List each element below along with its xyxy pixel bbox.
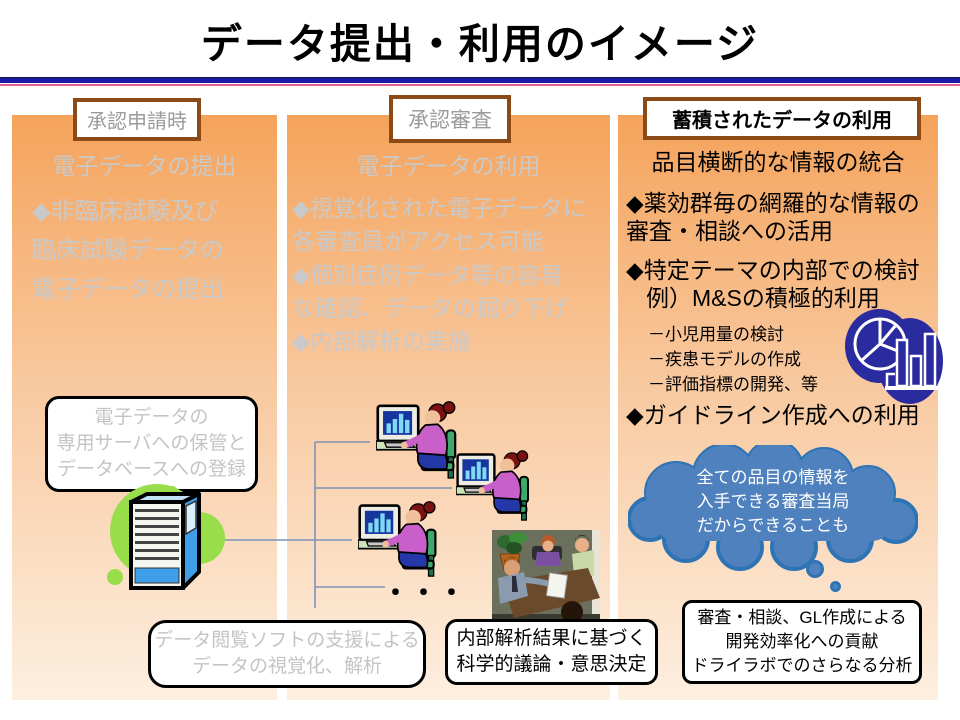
thought-bubble xyxy=(628,445,918,571)
submission-subtitle: 電子データの提出 xyxy=(52,153,237,179)
thought-bubble-tail-small xyxy=(830,581,841,592)
thought-bubble-text: 全ての品目の情報を 入手できる審査当局 だからできることも xyxy=(696,468,850,535)
title-divider-navy xyxy=(0,77,960,83)
storage-callout-box: 電子データの 専用サーバへの保管と データベースへの登録 xyxy=(45,396,258,492)
header-box-review: 承認審査 xyxy=(389,95,511,143)
list-item: －疾患モデルの作成 xyxy=(648,350,801,369)
pie-bar-chart-icon xyxy=(845,309,943,404)
page-title: データ提出・利用のイメージ xyxy=(200,21,760,67)
contribution-callout-box: 審査・相談、GL作成による 開発効率化への貢献 ドライラボでのさらなる分析 xyxy=(682,600,922,684)
network-connector-lines xyxy=(211,441,452,608)
list-item: －評価指標の開発、等 xyxy=(648,375,818,394)
viewer-software-callout-box: データ閲覧ソフトの支援による データの視覚化、解析 xyxy=(148,620,426,688)
accumulated-subtitle: 品目横断的な情報の統合 xyxy=(651,149,905,175)
header-label: 承認申請時 xyxy=(87,111,187,133)
review-bullet-1: ◆視覚化された電子データに 各審査員がアクセス可能 xyxy=(292,195,586,254)
header-label: 蓄積されたデータの利用 xyxy=(672,110,892,132)
list-item: －小児用量の検討 xyxy=(648,325,784,344)
meeting-icon xyxy=(492,530,600,620)
header-label: 承認審査 xyxy=(408,109,492,132)
accumulated-bullet-3: ◆ガイドライン作成への利用 xyxy=(626,402,920,428)
review-bullet-2: ◆個別症例データ等の容易 な確認、データの掘り下げ xyxy=(292,262,568,321)
workstation-icon-3 xyxy=(358,500,444,580)
review-subtitle: 電子データの利用 xyxy=(356,153,541,179)
header-box-accumulated: 蓄積されたデータの利用 xyxy=(643,97,921,140)
analysis-callout-box: 内部解析結果に基づく 科学的議論・意思決定 xyxy=(445,619,658,685)
workstation-icon-2 xyxy=(456,449,536,524)
server-icon xyxy=(107,484,225,590)
title-divider-pink xyxy=(0,84,960,86)
review-bullet-3: ◆内部解析の実施 xyxy=(292,328,471,354)
ellipsis-more-workstations: ・・・ xyxy=(382,578,466,608)
workstation-icon-1 xyxy=(376,400,464,482)
submission-bullet: ◆非臨床試験及び 臨床試験データの 電子データの提出 xyxy=(32,198,224,303)
accumulated-bullet-2: ◆特定テーマの内部での検討 例）M&Sの積極的利用 xyxy=(626,257,920,311)
accumulated-bullet-1: ◆薬効群毎の網羅的な情報の 審査・相談への活用 xyxy=(626,190,920,244)
header-box-submission: 承認申請時 xyxy=(73,98,201,141)
thought-bubble-tail-large xyxy=(806,560,824,578)
accumulated-sub-bullet-list: －小児用量の検討 －疾患モデルの作成 －評価指標の開発、等 xyxy=(648,322,898,397)
